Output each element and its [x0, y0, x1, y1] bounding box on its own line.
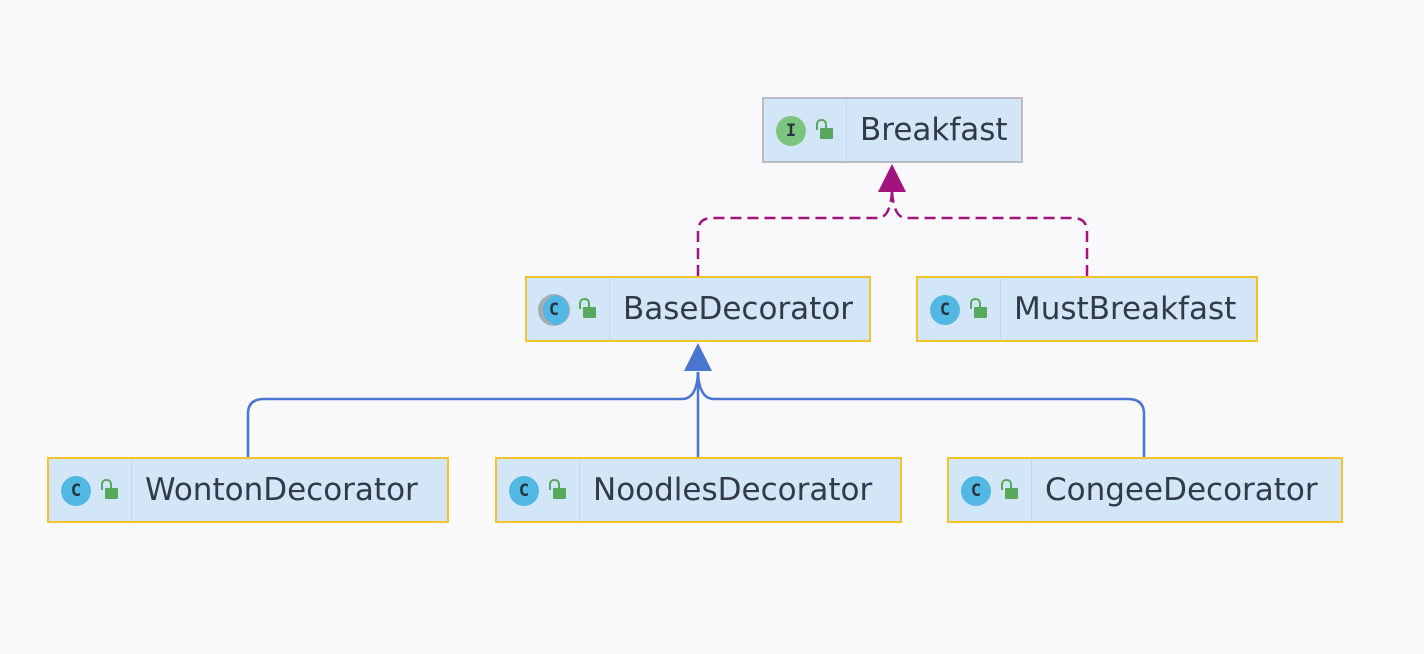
node-icon-zone: C: [497, 459, 580, 521]
node-label-noodlesdecorator: NoodlesDecorator: [593, 472, 873, 508]
class-kind-icon: C: [930, 295, 960, 325]
node-congeedecorator[interactable]: C CongeeDecorator: [947, 457, 1343, 523]
implements-arrowhead: [878, 164, 906, 192]
node-label-congeedecorator: CongeeDecorator: [1045, 472, 1318, 508]
edge-congeedecorator-extends-basedecorator: [696, 371, 1146, 457]
node-wontondecorator[interactable]: C WontonDecorator: [47, 457, 449, 523]
class-kind-icon: C: [61, 476, 91, 506]
unlocked-padlock-icon: [578, 297, 598, 319]
node-label-mustbreakfast: MustBreakfast: [1014, 291, 1237, 327]
unlocked-padlock-icon: [548, 478, 568, 500]
node-mustbreakfast[interactable]: C MustBreakfast: [916, 276, 1258, 342]
node-label-wontondecorator: WontonDecorator: [145, 472, 418, 508]
unlocked-padlock-icon: [815, 118, 835, 140]
edge-basedecorator-implements-breakfast: [696, 191, 894, 276]
unlocked-padlock-icon: [100, 478, 120, 500]
node-label-breakfast: Breakfast: [860, 112, 1008, 148]
node-label-basedecorator: BaseDecorator: [623, 291, 854, 327]
node-icon-zone: C: [49, 459, 132, 521]
edge-mustbreakfast-implements-breakfast: [890, 191, 1089, 276]
class-kind-icon: C: [961, 476, 991, 506]
extends-arrowhead: [684, 343, 712, 371]
unlocked-padlock-icon: [969, 297, 989, 319]
node-icon-zone: C: [949, 459, 1032, 521]
node-icon-zone: I: [764, 99, 847, 161]
unlocked-padlock-icon: [1000, 478, 1020, 500]
node-noodlesdecorator[interactable]: C NoodlesDecorator: [495, 457, 902, 523]
edge-wontondecorator-extends-basedecorator: [246, 371, 700, 457]
node-icon-zone: C: [527, 278, 610, 340]
node-basedecorator[interactable]: C BaseDecorator: [525, 276, 871, 342]
node-breakfast[interactable]: I Breakfast: [762, 97, 1023, 163]
abstract-class-kind-icon: C: [539, 295, 569, 325]
interface-kind-icon: I: [776, 116, 806, 146]
node-icon-zone: C: [918, 278, 1001, 340]
class-kind-icon: C: [509, 476, 539, 506]
